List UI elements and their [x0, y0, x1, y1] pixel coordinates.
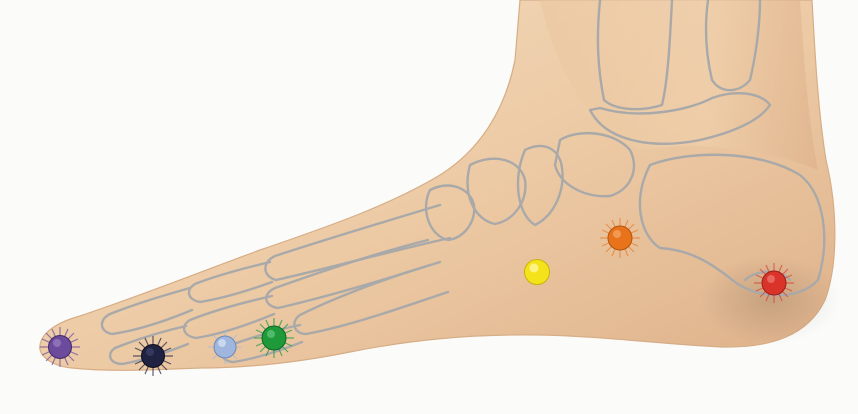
point-yellow [525, 260, 550, 285]
heel-shadow [700, 255, 840, 345]
point-indigo [133, 336, 173, 376]
point-red [754, 263, 794, 303]
point-orange [600, 218, 640, 258]
point-green [254, 318, 294, 358]
point-violet [40, 327, 80, 367]
point-light-blue [208, 330, 242, 364]
